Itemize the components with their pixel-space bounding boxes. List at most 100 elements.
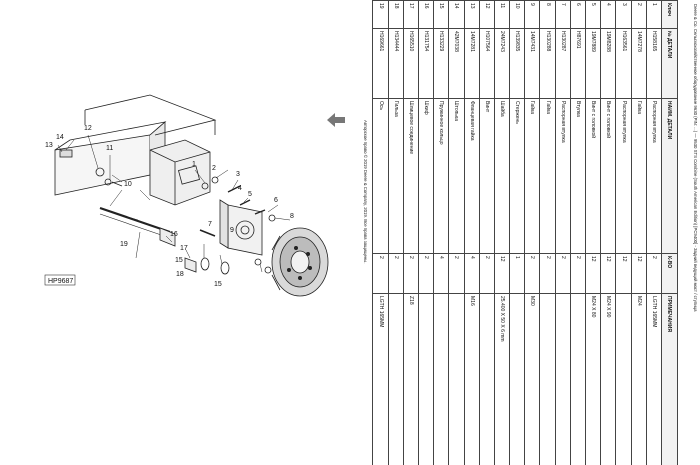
cell-part: H133229 (433, 28, 449, 99)
cell-note: Z18 (403, 293, 419, 465)
cell-qty: 4 (464, 253, 480, 294)
cell-name: Шлицевое соединение (403, 98, 419, 254)
cell-part: H158165 (646, 28, 662, 99)
table-header-row: Ключ № ДЕТАЛИ НАИМ. ДЕТАЛИ К-ВО ПРИМЕЧАН… (661, 0, 678, 465)
callout-4: 4 (238, 185, 242, 192)
cell-qty: 12 (585, 253, 601, 294)
col-qty: К-ВО (661, 253, 678, 294)
cell-qty: 12 (494, 253, 510, 294)
cell-name: Гайка (631, 98, 647, 254)
callout-2: 2 (212, 165, 216, 172)
cell-key: 5 (585, 0, 601, 29)
callout-8: 8 (290, 213, 294, 220)
callout-16: 16 (170, 231, 178, 238)
cell-part: 14M7278 (631, 28, 647, 99)
cell-name: Шайба (494, 98, 510, 254)
cell-key: 9 (524, 0, 540, 29)
cell-qty: 2 (555, 253, 571, 294)
cell-note: M24 X 80 (585, 293, 601, 465)
cell-qty: 2 (372, 253, 389, 294)
parts-list-page: Deere & Co. Сельскохозяйственное оборудо… (352, 0, 700, 465)
cell-note: 25.400 X 50 X 6 mm (494, 293, 510, 465)
cell-name: Шкиф (418, 98, 434, 254)
cell-qty: 2 (388, 253, 404, 294)
cell-name: Гайка (524, 98, 540, 254)
cell-qty: 12 (631, 253, 647, 294)
parts-list-sheet: Deere & Co. Сельскохозяйственное оборудо… (352, 0, 700, 465)
cell-qty: 12 (600, 253, 616, 294)
cell-part: H165510 (403, 28, 419, 99)
cell-key: 18 (388, 0, 404, 29)
cell-part: H107564 (479, 28, 495, 99)
callout-1: 1 (192, 161, 196, 168)
callout-3: 3 (236, 171, 240, 178)
cell-key: 8 (540, 0, 556, 29)
figure-ref-box (44, 274, 76, 286)
cell-part: H139835 (509, 28, 525, 99)
cell-name: Гильза (388, 98, 404, 254)
callout-15a: 15 (175, 257, 183, 264)
callout-5: 5 (248, 191, 252, 198)
col-part-number: № ДЕТАЛИ (661, 28, 678, 99)
cell-part: 42M7038 (448, 28, 465, 99)
cell-qty: 2 (479, 253, 495, 294)
callout-12: 12 (84, 125, 92, 132)
cell-key: 15 (433, 0, 449, 29)
cell-name: Распорная втулка (555, 98, 571, 254)
cell-key: 2 (631, 0, 647, 29)
diagram-drawing: 13 14 12 11 10 1 2 3 4 5 6 8 7 9 16 17 1… (44, 94, 329, 297)
cell-key: 14 (448, 0, 465, 29)
cell-qty: 12 (615, 253, 632, 294)
cell-part: 19M7889 (585, 28, 601, 99)
figure-ref: HP9687 (48, 278, 73, 285)
cell-name: Винт (479, 98, 495, 254)
cell-note (448, 293, 465, 465)
cell-name: Гайка (540, 98, 556, 254)
sheet-header: Deere & Co. Сельскохозяйственное оборудо… (693, 4, 698, 312)
cell-part: H169661 (372, 28, 389, 99)
cell-note: LGTH 165MM (372, 293, 389, 465)
cell-name: Ось (372, 98, 389, 254)
cell-note (570, 293, 586, 465)
cell-key: 1 (646, 0, 662, 29)
callout-10: 10 (124, 181, 132, 188)
callout-15b: 15 (214, 281, 222, 288)
cell-key: 17 (403, 0, 419, 29)
cell-name: Штопька (448, 98, 465, 254)
callout-13: 13 (45, 142, 53, 149)
cell-qty: 2 (403, 253, 419, 294)
cell-note: M30 (524, 293, 540, 465)
cell-key: 4 (600, 0, 616, 29)
cell-name: Винт с головкой (600, 98, 616, 254)
cell-key: 13 (464, 0, 480, 29)
cell-name: Фланцевая гайка (464, 98, 480, 254)
col-notes: ПРИМЕЧАНИЯ (661, 293, 678, 465)
cell-name: Пружинное кольцо (433, 98, 449, 254)
cell-key: 19 (372, 0, 389, 29)
callout-17: 17 (180, 245, 188, 252)
cell-part: 14M7281 (464, 28, 480, 99)
cell-key: 6 (570, 0, 586, 29)
cell-part: H130287 (555, 28, 571, 99)
cell-part: H130288 (540, 28, 556, 99)
cell-note: M16 (464, 293, 480, 465)
callout-14: 14 (56, 134, 64, 141)
cell-qty: 2 (524, 253, 540, 294)
callout-11: 11 (106, 145, 113, 152)
cell-part: H163561 (615, 28, 632, 99)
arrow-left-icon (326, 112, 346, 128)
cell-name: Винт с головкой (585, 98, 601, 254)
exploded-parts-diagram: 13 14 12 11 10 1 2 3 4 5 6 8 7 9 16 17 1… (0, 0, 330, 465)
cell-qty: 2 (418, 253, 434, 294)
